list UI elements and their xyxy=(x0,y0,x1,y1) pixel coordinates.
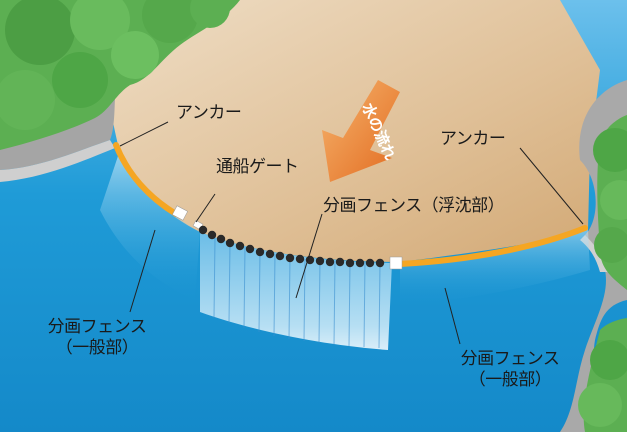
floating-section-end-post xyxy=(389,256,403,270)
leader-lines xyxy=(119,121,584,345)
general-fence-right-line2: （一般部） xyxy=(468,370,552,391)
anchor-right-label: アンカー xyxy=(440,129,506,149)
general-fence-left-line2: （一般部） xyxy=(55,338,139,359)
left-general-fence-float xyxy=(113,142,179,217)
gate-label: 通船ゲート xyxy=(216,157,299,177)
general-fence-right-line1: 分画フェンス xyxy=(460,349,560,369)
floating-fence-buoys xyxy=(198,225,385,268)
floating-fence-label: 分画フェンス（浮沈部） xyxy=(323,196,505,216)
general-fence-left-label: 分画フェンス （一般部） xyxy=(22,317,172,360)
general-fence-right-label: 分画フェンス （一般部） xyxy=(435,349,585,392)
water-flow-arrow xyxy=(322,80,400,182)
right-general-fence-float xyxy=(397,225,588,267)
gate-post-left xyxy=(172,205,188,221)
anchor-left-label: アンカー xyxy=(176,103,242,123)
general-fence-left-line1: 分画フェンス xyxy=(47,317,147,337)
